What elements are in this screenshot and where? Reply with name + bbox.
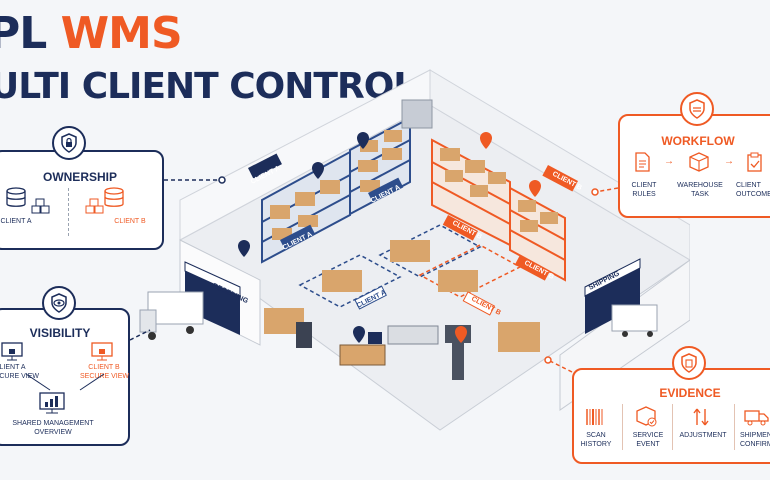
evidence-item-1-line2: HISTORY [580, 440, 612, 448]
document-icon [635, 152, 650, 172]
visibility-shared-line2: OVERVIEW [34, 428, 72, 436]
evidence-item-1-line1: SCAN [586, 432, 606, 439]
title-prefix: PL [0, 8, 47, 59]
pallet [498, 322, 540, 352]
adjust-arrows-icon [693, 408, 709, 426]
forklift [296, 322, 312, 348]
document-shield-icon [672, 346, 706, 380]
workstation [387, 325, 439, 345]
evidence-title: EVIDENCE [659, 386, 721, 400]
truck-icon [744, 410, 769, 426]
visibility-shared: SHARED MANAGEMENT OVERVIEW [8, 420, 98, 438]
divider [68, 188, 69, 236]
analytics-monitor-icon [39, 392, 65, 414]
ownership-client-a: CLIENT A [0, 218, 32, 225]
workflow-step-2-line2: TASK [691, 190, 709, 198]
visibility-client-b-line2: SECURE VIEW [80, 372, 130, 380]
evidence-item-2-line2: EVENT [636, 440, 660, 448]
shipping-truck [611, 304, 658, 332]
title-brand: WMS [60, 8, 183, 59]
pallet [390, 240, 430, 262]
client-a-database-icon [6, 187, 50, 214]
workflow-title: WORKFLOW [661, 134, 735, 148]
workflow-step-client-outcome: CLIENT OUTCOME [736, 182, 770, 200]
workflow-step-2-line1: WAREHOUSE [677, 182, 723, 189]
workflow-step-1-line1: CLIENT [631, 182, 657, 189]
workflow-step-client-rules: CLIENT RULES [622, 182, 666, 200]
workflow-step-1-line2: RULES [632, 190, 656, 198]
evidence-service-event: SERVICE EVENT [628, 432, 668, 450]
visibility-client-a: CLIENT A SECURE VIEW [0, 364, 39, 382]
visibility-client-a-line1: CLIENT A [0, 364, 26, 371]
storage-crate [401, 99, 433, 129]
pallet [322, 270, 362, 292]
client-b-monitor-icon [91, 342, 113, 361]
ownership-panel [0, 150, 164, 250]
page-subtitle: ULTI CLIENT CONTROL [0, 66, 416, 107]
arrow-right-icon: → [724, 156, 734, 167]
arrow-right-icon: → [664, 156, 674, 167]
box-check-icon [636, 406, 657, 427]
eye-shield-icon [42, 286, 76, 320]
visibility-client-b-line1: CLIENT B [88, 364, 120, 371]
receiving-truck [147, 291, 204, 325]
location-pins [238, 132, 369, 343]
evidence-item-4-line1: SHIPMENT [740, 432, 770, 439]
client-b-database-icon [85, 187, 124, 214]
visibility-title: VISIBILITY [29, 326, 91, 340]
visibility-client-b: CLIENT B SECURE VIEW [80, 364, 130, 382]
divider [672, 404, 673, 450]
client-a-floor-zone [298, 254, 402, 308]
evidence-item-3-line1: ADJUSTMENT [679, 432, 727, 439]
package-icon [689, 152, 709, 172]
shipping-door [585, 262, 640, 334]
page-title: PL WMS [0, 8, 183, 59]
workflow-step-warehouse-task: WAREHOUSE TASK [676, 182, 724, 200]
evidence-scan-history: SCAN HISTORY [576, 432, 616, 450]
shield-icon [680, 92, 714, 126]
ownership-title: OWNERSHIP [42, 170, 117, 184]
receiving-sign-bg [184, 261, 241, 297]
workstation [339, 344, 386, 366]
scanner-kiosk [452, 340, 464, 380]
workflow-step-3-line1: CLIENT [736, 182, 761, 189]
client-b-racks [431, 138, 566, 282]
shipping-sign-bg [584, 258, 641, 297]
visibility-client-a-line2: SECURE VIEW [0, 372, 39, 380]
visibility-shared-line1: SHARED MANAGEMENT [12, 420, 94, 427]
ownership-client-b: CLIENT B [114, 218, 146, 225]
divider [734, 404, 735, 450]
evidence-shipment-confirmation: SHIPMENT CONFIRMAT [740, 432, 770, 450]
evidence-item-2-line1: SERVICE [632, 432, 664, 439]
pallet [438, 270, 478, 292]
client-a-monitor-icon [1, 342, 23, 361]
clipboard-check-icon [747, 152, 762, 172]
evidence-item-4-line2: CONFIRMAT [740, 440, 770, 448]
divider [622, 404, 623, 450]
workflow-step-3-line2: OUTCOME [736, 190, 770, 198]
visibility-arrows [25, 373, 105, 391]
receiving-door [185, 265, 240, 335]
barcode-icon [586, 409, 603, 425]
evidence-adjustment: ADJUSTMENT [676, 432, 730, 441]
evidence-panel [572, 368, 770, 464]
lock-shield-icon [52, 126, 86, 160]
